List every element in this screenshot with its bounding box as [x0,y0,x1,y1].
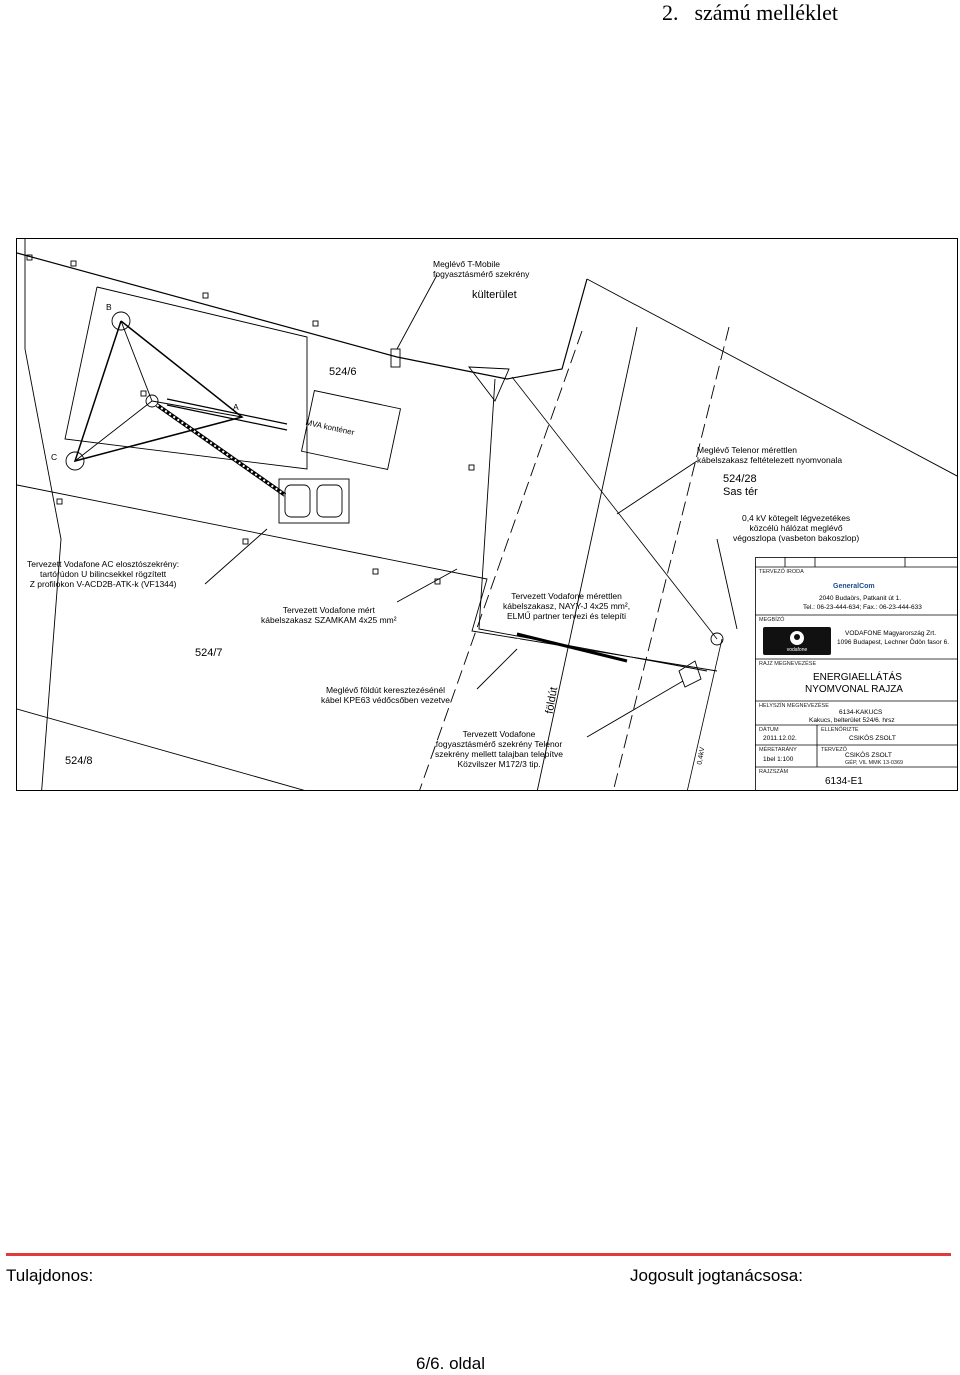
label-04kv-pole: 0,4 kV kötegelt légvezetékes közcélú hál… [733,513,860,543]
site-code: 6134-KAKUCS [839,709,883,716]
drawing-number-caption: RAJZSZÁM [759,769,789,775]
checked-caption: ELLENŐRIZTE [821,727,859,733]
footer-rule [6,1253,951,1256]
designer-phone: Tel.: 06-23-444-634; Fax.: 06-23-444-633 [803,604,922,611]
scale-caption: MÉRETARÁNY [759,747,797,753]
annex-number: 2. [661,0,679,25]
date-value: 2011.12.02. [763,735,797,742]
checked-value: CSIKÓS ZSOLT [849,735,896,742]
label-parcel-524-7: 524/7 [195,647,223,659]
label-measured-cable: Tervezett Vodafone mért kábelszakasz SZA… [261,605,397,625]
author-name: CSIKÓS ZSOLT [845,752,892,759]
label-parcel-524-6: 524/6 [329,366,357,378]
designer-caption: TERVEZŐ IRODA [759,569,804,575]
drawing-title-caption: RAJZ MEGNEVEZÉSE [759,661,817,667]
client-name: VODAFONE Magyarország Zrt. [845,630,937,637]
author-caption: TERVEZŐ [821,747,847,753]
label-meter-cabinet: Tervezett Vodafone fogyasztásmérő szekré… [435,729,564,769]
title-block: TERVEZŐ IRODA GeneralCom 2040 Budaörs, P… [755,557,957,790]
label-mark-b: B [106,302,112,312]
site-plan-linework [17,239,957,790]
client-address: 1096 Budapest, Lechner Ödön fasor 6. [837,639,950,646]
vodafone-logo-wordmark: vodafone [786,647,808,653]
label-parcel-524-8: 524/8 [65,755,93,767]
label-kulterulet: külterület [472,289,517,301]
page-number: 6/6. oldal [416,1354,485,1373]
drawing-title-2: NYOMVONAL RAJZA [805,684,903,695]
scale-value: 1bel 1:100 [763,756,794,763]
counsel-label: Jogosult jogtanácsosa: [630,1266,803,1285]
label-unmeasured-cable: Tervezett Vodafone mérettlen kábelszakas… [503,591,631,621]
label-mark-a: A [233,402,239,412]
annex-title: 2. számú melléklet [662,0,838,26]
title-block-grid [755,557,957,790]
owner-label: Tulajdonos: [6,1266,94,1285]
date-caption: DÁTUM [759,727,779,733]
author-registration: GÉP, VIL MMK 13-0369 [845,760,904,766]
vodafone-logo-icon [790,631,804,645]
label-tmobile: Meglévő T-Mobile fogyasztásmérő szekrény [433,259,530,279]
drawing-title-1: ENERGIAELLÁTÁS [813,672,902,683]
label-telenor-route: Meglévő Telenor mérettlen kábelszakasz f… [697,445,843,465]
label-mark-c: C [51,452,58,462]
label-road-crossing: Meglévő földút keresztezésénél kábel KPE… [321,685,451,705]
designer-logo: GeneralCom [833,583,875,590]
label-ac-cabinet: Tervezett Vodafone AC elosztószekrény: t… [27,559,180,589]
site-plan-drawing: Meglévő T-Mobile fogyasztásmérő szekrény… [16,238,958,791]
drawing-number: 6134-E1 [825,776,863,787]
site-caption: HELYSZÍN MEGNEVEZÉSE [759,703,829,709]
designer-address: 2040 Budaörs, Patkanit út 1. [819,595,902,602]
label-parcel-524-28: 524/28 Sas tér [723,473,758,498]
site-location: Kakucs, belterület 524/6. hrsz [809,717,895,724]
annex-label: számú melléklet [694,0,838,25]
vodafone-logo: vodafone [763,627,831,655]
client-caption: MEGBÍZÓ [759,617,785,623]
